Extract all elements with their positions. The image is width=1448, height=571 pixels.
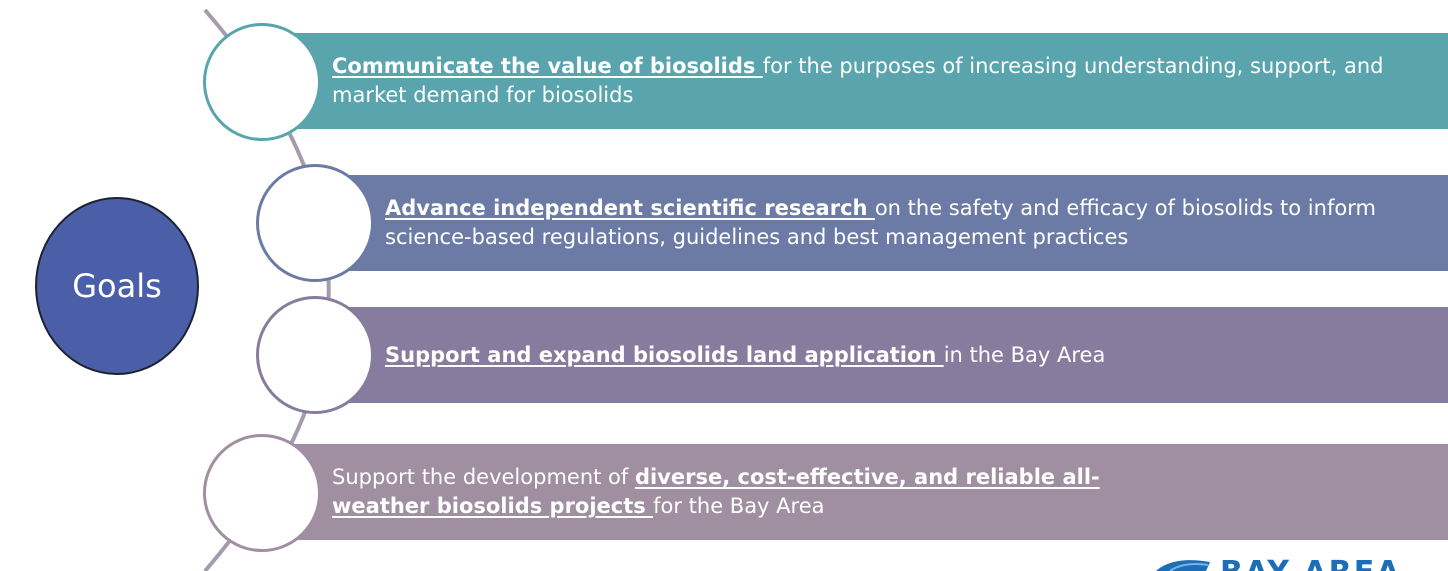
goal-text: Support the development of diverse, cost…	[332, 463, 1118, 521]
goal-bar-research: Advance independent scientific research …	[316, 175, 1448, 271]
goal-prefix: Support the development of	[332, 465, 635, 489]
goal-text: Support and expand biosolids land applic…	[385, 341, 1105, 370]
goal-bar-communicate: Communicate the value of biosolids for t…	[262, 33, 1448, 129]
goal-rest: for the Bay Area	[653, 494, 825, 518]
logo-swoosh-icon	[1156, 560, 1210, 571]
goal-bar-all-weather-projects: Support the development of diverse, cost…	[262, 444, 1448, 540]
goal-bullet-circle	[256, 164, 374, 282]
goal-text: Communicate the value of biosolids for t…	[332, 52, 1448, 110]
goal-emphasis: diverse, cost-effective, and reliable al…	[332, 465, 1100, 518]
goal-emphasis: Support and expand biosolids land applic…	[385, 342, 944, 367]
goal-bullet-circle	[256, 296, 374, 414]
bay-area-logo: BAY AREA	[1148, 556, 1448, 571]
goal-emphasis: Communicate the value of biosolids	[332, 54, 763, 78]
goals-center-circle: Goals	[35, 197, 199, 375]
goal-bullet-circle	[203, 434, 321, 552]
goal-emphasis: Advance independent scientific research	[385, 196, 875, 220]
goal-rest: in the Bay Area	[943, 342, 1106, 367]
goal-rest: for the purposes of increasing understan…	[332, 54, 1384, 107]
goals-center-label: Goals	[72, 267, 162, 305]
logo-text: BAY AREA	[1220, 558, 1401, 571]
goal-bar-land-application: Support and expand biosolids land applic…	[316, 307, 1448, 403]
goal-text: Advance independent scientific research …	[385, 194, 1448, 252]
goal-bullet-circle	[203, 23, 321, 141]
goal-rest: on the safety and efficacy of biosolids …	[385, 196, 1376, 249]
